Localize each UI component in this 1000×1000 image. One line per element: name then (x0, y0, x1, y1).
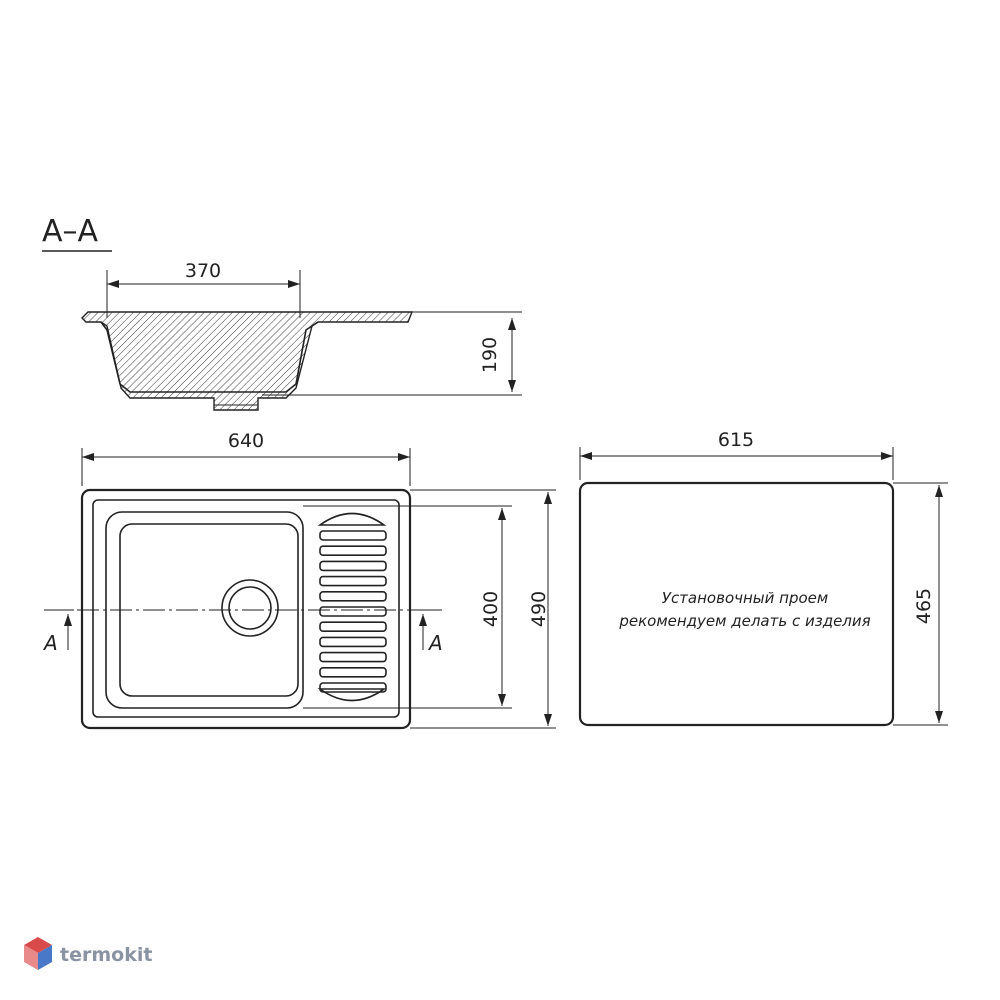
drainboard-rib (319, 636, 387, 648)
dim-depth-label: 190 (479, 337, 501, 373)
sink-rim-contour (92, 499, 400, 718)
dim-sink-length-label: 640 (228, 430, 264, 452)
dim-sink-width-label: 490 (528, 591, 550, 627)
drainboard-bottom-cap (317, 688, 387, 702)
sink-outer-contour (80, 488, 412, 730)
brand-name: termokit (60, 944, 152, 966)
section-profile-hatched (81, 311, 414, 411)
dim-cutout-length-label: 615 (718, 429, 754, 451)
dim-sink-length: 640 (81, 430, 411, 486)
dim-sink-width: 490 (410, 489, 556, 729)
dim-bowl-width: 370 (106, 260, 301, 318)
dim-depth: 190 (262, 311, 522, 396)
section-title-group: A–A (42, 214, 112, 252)
dim-cutout-length: 615 (579, 429, 894, 480)
termokit-logo-icon (24, 937, 52, 970)
drainboard-ribs (319, 530, 387, 693)
drain-hole-inner (228, 586, 272, 630)
drainboard-rib (319, 545, 387, 557)
dim-bowl-length: 400 (303, 505, 512, 709)
cutout-view: Установочный проем рекомендуем делать с … (578, 481, 895, 727)
section-view (81, 311, 414, 411)
drainboard-rib (319, 530, 387, 541)
drain-hole-outer (221, 579, 279, 637)
cutout-contour (578, 481, 895, 727)
dim-cutout-width: 465 (893, 482, 948, 726)
drainboard-rib (319, 621, 387, 633)
section-title: A–A (42, 214, 99, 249)
section-marker-left: A (42, 631, 58, 655)
sink-plan-view (80, 488, 412, 730)
drainboard-rib (319, 682, 387, 693)
section-cut-line: A A (42, 609, 443, 655)
cutout-note-line-1: Установочный проем (662, 589, 828, 607)
dim-bowl-width-label: 370 (185, 260, 221, 282)
brand-watermark: termokit (24, 937, 152, 970)
drainboard-rib (319, 560, 387, 572)
drainboard-top-cap (317, 512, 387, 526)
dim-cutout-width-label: 465 (913, 588, 935, 624)
drainboard-rib (319, 666, 387, 678)
cutout-note-line-2: рекомендуем делать с изделия (618, 612, 870, 630)
drainboard-rib (319, 575, 387, 587)
drainboard-rib (319, 606, 387, 617)
drainboard-rib (319, 590, 387, 602)
drainboard-rib (319, 651, 387, 663)
section-marker-right: A (427, 631, 443, 655)
section-inner-contour (100, 321, 319, 393)
dim-bowl-length-label: 400 (480, 591, 502, 627)
